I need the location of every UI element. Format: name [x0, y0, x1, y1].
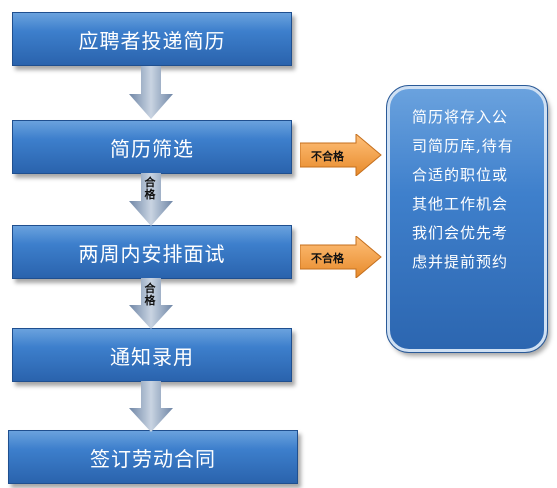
- down-arrow-icon: [128, 278, 174, 330]
- pass-label: 合格: [144, 282, 156, 307]
- step-resume-screening: 简历筛选: [12, 120, 292, 174]
- step-label: 应聘者投递简历: [78, 28, 226, 53]
- down-arrow-icon: [128, 173, 174, 227]
- step-schedule-interview: 两周内安排面试: [12, 225, 292, 279]
- reject-label: 不合格: [311, 150, 344, 163]
- pass-label: 合格: [144, 176, 156, 201]
- down-arrow-icon: [128, 381, 174, 433]
- step-label: 签订劳动合同: [90, 446, 216, 471]
- step-notify-hire: 通知录用: [12, 328, 292, 382]
- step-label: 通知录用: [110, 344, 194, 369]
- step-label: 简历筛选: [110, 136, 194, 161]
- right-arrow-icon: [300, 236, 382, 278]
- reject-label: 不合格: [311, 252, 344, 265]
- down-arrow-icon: [128, 66, 174, 120]
- step-sign-contract: 签订劳动合同: [8, 430, 298, 484]
- right-arrow-icon: [300, 134, 382, 176]
- step-submit-resume: 应聘者投递简历: [12, 12, 292, 66]
- step-label: 两周内安排面试: [78, 241, 226, 266]
- talent-pool-text: 简历将存入公 司简历库,待有 合适的职位或 其他工作机会 我们会优先考 虑并提前…: [412, 108, 514, 271]
- talent-pool-note: 简历将存入公 司简历库,待有 合适的职位或 其他工作机会 我们会优先考 虑并提前…: [386, 85, 548, 353]
